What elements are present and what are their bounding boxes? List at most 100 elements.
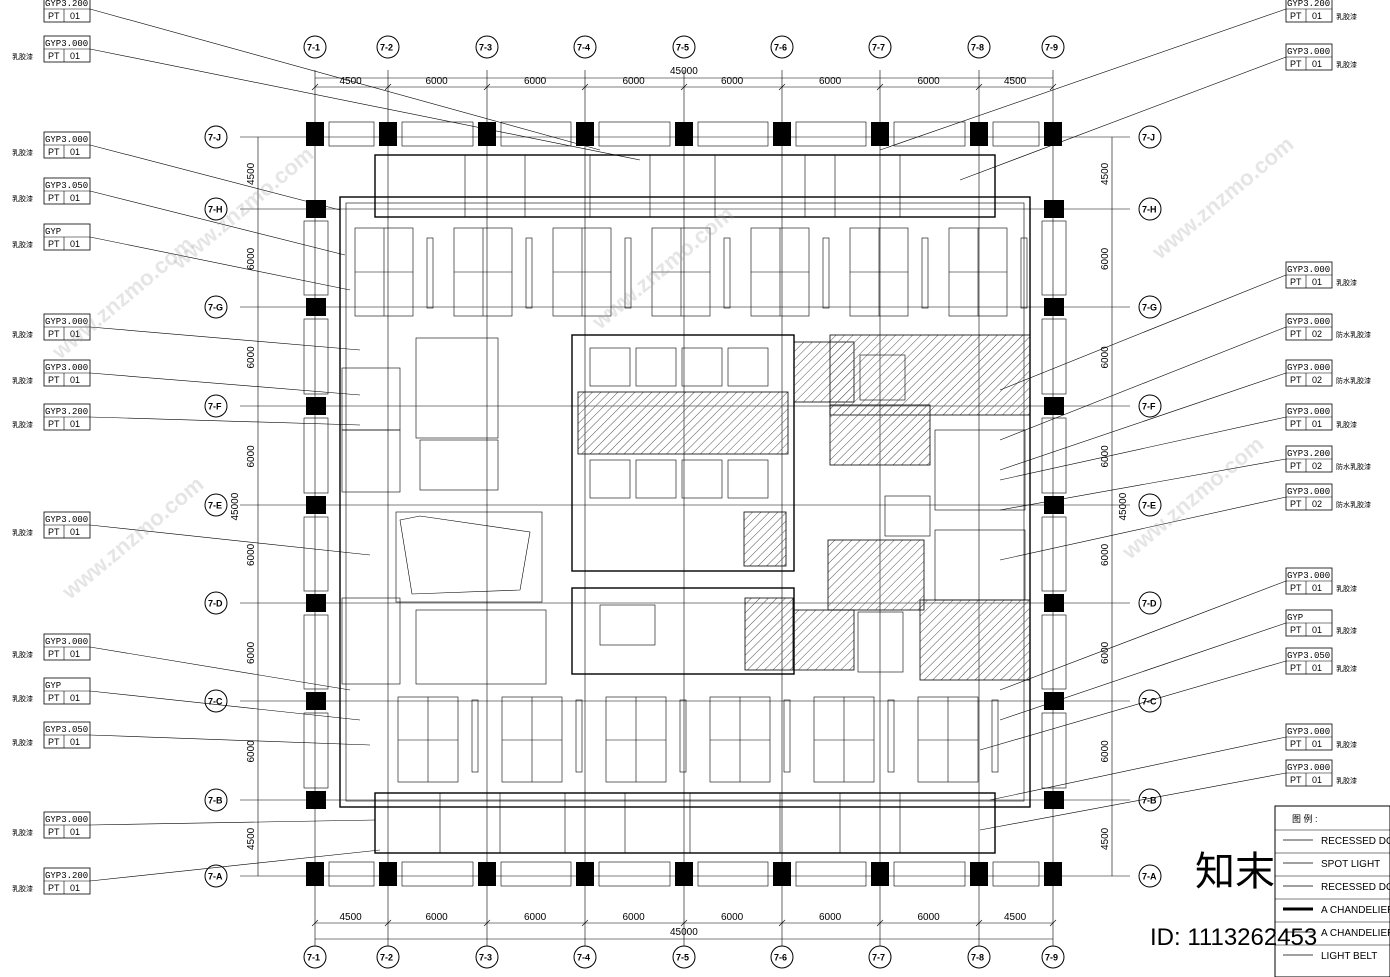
axis-label: 7-J bbox=[208, 133, 221, 143]
window-bay bbox=[893, 861, 966, 887]
light-strip bbox=[783, 699, 791, 773]
axis-circle bbox=[475, 35, 499, 59]
tag-gyp: GYP3.000 bbox=[1287, 763, 1330, 773]
axis-bubble: 7-G bbox=[204, 295, 228, 319]
axis-bubble: 7-5 bbox=[672, 35, 696, 59]
dim-tick bbox=[778, 83, 786, 91]
leader-line bbox=[999, 622, 1287, 721]
axis-label: 7-C bbox=[208, 697, 223, 707]
axis-circle bbox=[1041, 945, 1065, 969]
tag-pt: PT bbox=[48, 375, 60, 385]
elevator bbox=[589, 347, 631, 387]
column bbox=[1044, 791, 1064, 809]
axis-circle bbox=[204, 125, 228, 149]
window-bay bbox=[500, 121, 572, 147]
watermark-site: www.znzmo.com bbox=[586, 201, 738, 334]
column bbox=[576, 122, 594, 146]
tag-gyp: GYP3.200 bbox=[1287, 449, 1330, 459]
tag-gyp: GYP3.200 bbox=[45, 0, 88, 9]
axis-label: 7-J bbox=[1142, 133, 1155, 143]
dim-tick bbox=[311, 919, 319, 927]
elevator bbox=[635, 459, 677, 499]
dim-label: 6000 bbox=[246, 543, 257, 566]
light-strip bbox=[426, 237, 434, 309]
leader-line bbox=[879, 8, 1287, 151]
axis-circle bbox=[868, 945, 892, 969]
dim-label: 6000 bbox=[1100, 445, 1111, 468]
tag-note: 乳胶漆 bbox=[1336, 12, 1357, 21]
axis-circle bbox=[1041, 35, 1065, 59]
shaft-hatch bbox=[744, 597, 794, 671]
axis-label: 7-E bbox=[208, 501, 222, 511]
leader-line bbox=[999, 416, 1287, 481]
dim-label: 4500 bbox=[1004, 76, 1027, 87]
column bbox=[306, 496, 326, 514]
meeting-room bbox=[341, 429, 401, 493]
axis-label: 7-7 bbox=[872, 953, 885, 963]
tag-note: 乳胶漆 bbox=[1336, 740, 1357, 749]
tag-gyp: GYP3.000 bbox=[45, 637, 88, 647]
dim-label: 6000 bbox=[721, 76, 744, 87]
tag-note: 防水乳胶漆 bbox=[1336, 330, 1371, 339]
dim-label: 4500 bbox=[246, 827, 257, 850]
legend-item: LIGHT BELT bbox=[1321, 951, 1377, 962]
tag-code: 01 bbox=[70, 193, 80, 203]
axis-bubble: 7-H bbox=[1138, 197, 1162, 221]
dim-label: 6000 bbox=[246, 445, 257, 468]
column bbox=[1044, 594, 1064, 612]
column bbox=[306, 122, 324, 146]
dim-label: 6000 bbox=[623, 912, 646, 923]
tag-code: 01 bbox=[70, 419, 80, 429]
tag-pt: PT bbox=[48, 147, 60, 157]
window-bay bbox=[1041, 614, 1067, 690]
window-bay bbox=[328, 121, 375, 147]
tag-note: 防水乳胶漆 bbox=[1336, 462, 1371, 471]
window-bay bbox=[328, 861, 375, 887]
dim-tick bbox=[975, 83, 983, 91]
inner-wall bbox=[345, 202, 1025, 802]
column bbox=[306, 692, 326, 710]
dim-label: 4500 bbox=[340, 912, 363, 923]
tag-pt: PT bbox=[48, 11, 60, 21]
axis-label: 7-G bbox=[1142, 303, 1157, 313]
dim-label: 6000 bbox=[918, 76, 941, 87]
stair-hatch bbox=[827, 539, 925, 611]
watermark-site: www.znzmo.com bbox=[1116, 431, 1268, 564]
tag-code: 01 bbox=[70, 375, 80, 385]
column bbox=[1044, 496, 1064, 514]
light-strip bbox=[471, 699, 479, 773]
light-strip bbox=[575, 699, 583, 773]
tag-pt: PT bbox=[1290, 329, 1302, 339]
axis-label: 7-5 bbox=[676, 43, 689, 53]
pantry bbox=[884, 495, 931, 537]
axis-bubble: 7-8 bbox=[967, 945, 991, 969]
leader-line bbox=[89, 144, 341, 211]
tag-gyp: GYP3.000 bbox=[1287, 363, 1330, 373]
tag-note: 防水乳胶漆 bbox=[1336, 500, 1371, 509]
tag-gyp: GYP bbox=[1287, 613, 1303, 623]
axis-bubble: 7-G bbox=[1138, 295, 1162, 319]
leader-line bbox=[999, 372, 1287, 471]
dim-label: 6000 bbox=[918, 912, 941, 923]
dim-tick bbox=[876, 83, 884, 91]
window-bay bbox=[303, 614, 329, 690]
legend-item: A CHANDELIER bbox=[1321, 905, 1390, 916]
tag-note: 乳胶漆 bbox=[1336, 584, 1357, 593]
axis-circle bbox=[573, 35, 597, 59]
tag-gyp: GYP3.000 bbox=[45, 363, 88, 373]
shaft-hatch bbox=[577, 391, 789, 455]
window-bay bbox=[598, 121, 671, 147]
dim-label: 6000 bbox=[524, 76, 547, 87]
leader-line bbox=[89, 326, 361, 351]
axis-label: 7-1 bbox=[307, 953, 320, 963]
axis-label: 7-3 bbox=[479, 953, 492, 963]
light-strip bbox=[921, 237, 929, 309]
axis-bubble: 7-7 bbox=[868, 35, 892, 59]
